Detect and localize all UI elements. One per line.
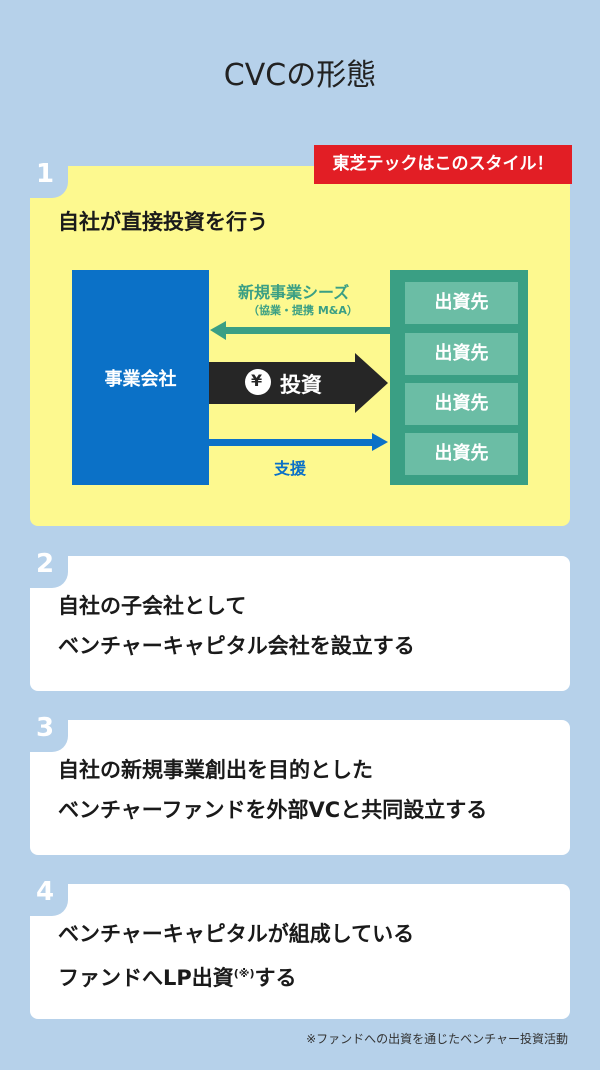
card-4: 4 ベンチャーキャピタルが組成しているファンドへLP出資(※)する bbox=[28, 872, 570, 1019]
investee-box: 出資先 bbox=[405, 282, 518, 324]
company-box: 事業会社 bbox=[72, 270, 209, 485]
arrows bbox=[209, 321, 390, 451]
card-text: 自社の子会社としてベンチャーキャピタル会社を設立する bbox=[58, 586, 415, 666]
page-title: CVCの形態 bbox=[223, 58, 377, 93]
investee-box: 出資先 bbox=[405, 433, 518, 475]
card-text: 自社の新規事業創出を目的としたベンチャーファンドを外部VCと共同設立する bbox=[58, 750, 487, 830]
card-text: 自社が直接投資を行う bbox=[58, 210, 268, 234]
card-line: 自社の子会社として bbox=[58, 594, 247, 618]
card-line-part: ファンドへLP出資 bbox=[58, 966, 234, 990]
card-line: 自社の新規事業創出を目的とした bbox=[58, 758, 373, 782]
card-line: ベンチャーキャピタルが組成している bbox=[58, 922, 415, 946]
seeds-label: 新規事業シーズ bbox=[238, 283, 350, 302]
card-line: ベンチャーファンドを外部VCと共同設立する bbox=[58, 798, 488, 822]
card-number: 3 bbox=[28, 708, 68, 752]
invest-arrow-icon bbox=[209, 353, 388, 413]
company-label: 事業会社 bbox=[104, 368, 177, 390]
card-2: 2 自社の子会社としてベンチャーキャピタル会社を設立する bbox=[28, 544, 570, 691]
card-text: ベンチャーキャピタルが組成しているファンドへLP出資(※)する bbox=[58, 914, 414, 998]
yen-symbol: ¥ bbox=[251, 371, 263, 390]
seeds-sublabel: （協業・提携 M&A） bbox=[248, 304, 358, 317]
support-label: 支援 bbox=[274, 459, 307, 478]
seeds-arrow-icon bbox=[210, 321, 390, 340]
support-arrow-icon bbox=[209, 433, 388, 451]
card-number: 2 bbox=[28, 544, 68, 588]
investee-box: 出資先 bbox=[405, 333, 518, 375]
card-line: ファンドへLP出資(※)する bbox=[58, 954, 414, 998]
card-line: ベンチャーキャピタル会社を設立する bbox=[58, 634, 415, 658]
footnote-mark: (※) bbox=[233, 967, 255, 980]
card-number: 4 bbox=[28, 872, 68, 916]
card-number: 1 bbox=[28, 154, 68, 198]
card-3: 3 自社の新規事業創出を目的としたベンチャーファンドを外部VCと共同設立する bbox=[28, 708, 570, 855]
yen-coin-icon bbox=[245, 369, 271, 395]
footnote: ※ファンドへの出資を通じたベンチャー投資活動 bbox=[306, 1032, 568, 1046]
investee-box: 出資先 bbox=[405, 383, 518, 425]
invest-label: 投資 bbox=[280, 373, 322, 397]
investees-box: 出資先 出資先 出資先 出資先 bbox=[390, 270, 528, 485]
card-line-part: する bbox=[254, 966, 297, 990]
style-badge: 東芝テックはこのスタイル！ bbox=[314, 145, 572, 184]
